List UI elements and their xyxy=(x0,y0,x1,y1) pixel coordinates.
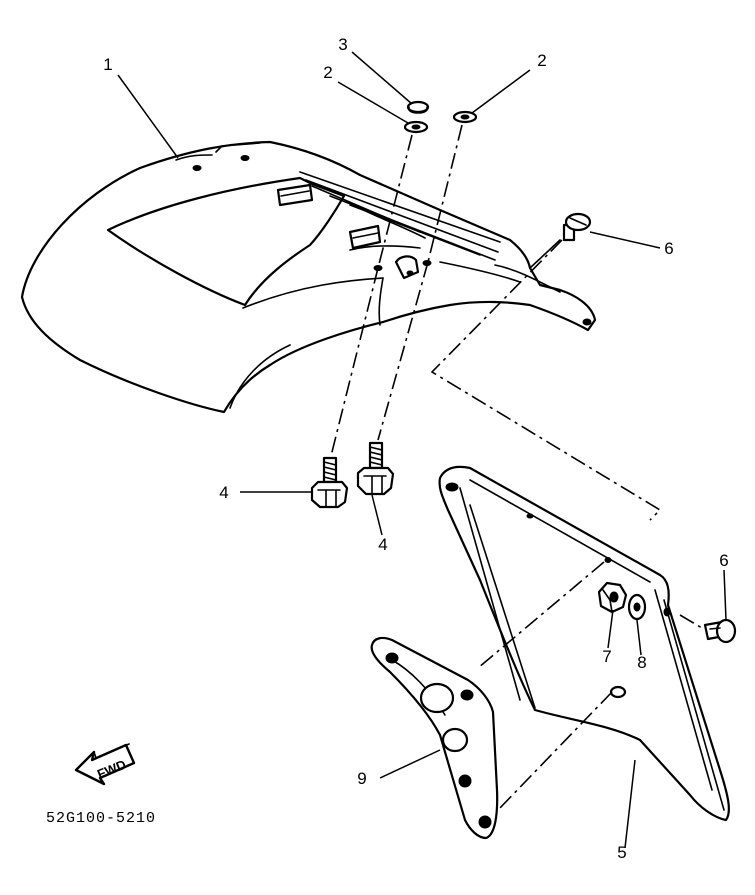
callout-8: 8 xyxy=(637,653,646,672)
diagram-code: 52G100-5210 xyxy=(46,810,156,827)
bolt-left[interactable] xyxy=(310,456,349,509)
callout-6-lower: 6 xyxy=(719,551,728,570)
washer-right[interactable] xyxy=(452,110,478,124)
callout-7: 7 xyxy=(602,647,611,666)
callout-9: 9 xyxy=(357,769,366,788)
fwd-label: FWD xyxy=(95,757,128,782)
callout-5: 5 xyxy=(617,843,626,862)
fwd-arrow-icon: FWD xyxy=(74,743,136,786)
bracket-stay[interactable] xyxy=(370,636,499,840)
screw-upper[interactable] xyxy=(562,212,592,242)
callout-2-right: 2 xyxy=(537,51,546,70)
leader-lines xyxy=(117,51,727,849)
callout-2-left: 2 xyxy=(323,63,332,82)
callout-3: 3 xyxy=(338,35,347,54)
callout-1: 1 xyxy=(103,55,112,74)
bolt-right[interactable] xyxy=(356,441,395,496)
callout-4-right: 4 xyxy=(378,535,387,554)
callout-numbers: 1 2 2 3 4 4 5 6 6 7 8 9 xyxy=(103,35,728,862)
callout-4-left: 4 xyxy=(219,483,228,502)
number-plate[interactable] xyxy=(438,465,730,822)
washer-left[interactable] xyxy=(403,120,429,134)
assembly-lines xyxy=(330,124,703,811)
front-fender[interactable] xyxy=(20,140,597,414)
nut[interactable] xyxy=(597,581,628,614)
washer-plate[interactable] xyxy=(627,593,647,621)
screw-lower[interactable] xyxy=(703,618,737,644)
collar[interactable] xyxy=(406,100,430,114)
callout-6-upper: 6 xyxy=(664,239,673,258)
